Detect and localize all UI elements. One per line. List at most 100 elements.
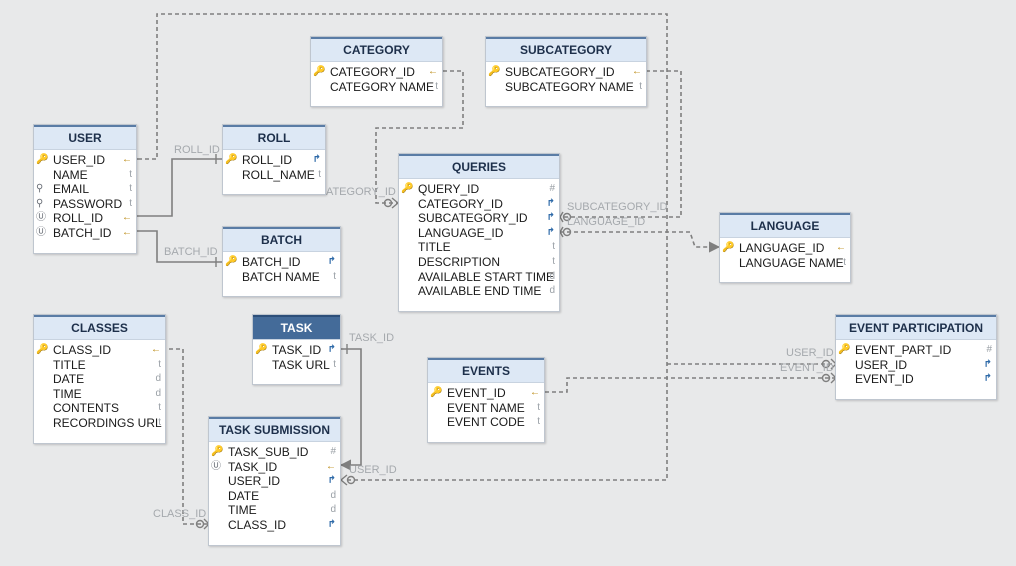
table-title: QUERIES [399, 154, 559, 179]
key-icon: 🔑 [488, 66, 501, 77]
column-row[interactable]: USER_ID↱ [836, 358, 996, 373]
cardinality-circle [195, 519, 205, 529]
column-row[interactable]: 🔑CATEGORY_ID← [311, 65, 442, 80]
column-name: TIME [53, 386, 82, 401]
column-name: EVENT_ID [447, 386, 506, 400]
key-icon: 🔑 [838, 344, 851, 355]
column-row[interactable]: 🔑QUERY_ID# [399, 182, 559, 197]
column-type-indicator: ↱ [546, 197, 555, 209]
column-name: RECORDINGS URL [53, 415, 162, 430]
table-title: ROLL [223, 125, 325, 150]
column-name: AVAILABLE START TIME [418, 269, 555, 284]
column-name: USER_ID [53, 153, 106, 167]
column-type-indicator: ← [530, 387, 540, 398]
column-name: TASK_SUB_ID [228, 445, 309, 459]
label-task-id: TASK_ID [349, 332, 395, 344]
column-row[interactable]: 🔑CLASS_ID← [34, 343, 165, 358]
column-row[interactable]: 🔑EVENT_ID← [428, 386, 544, 401]
column-type-indicator: ← [151, 344, 161, 355]
column-name: LANGUAGE_ID [418, 225, 504, 240]
column-type-indicator: ↱ [983, 358, 992, 370]
column-name: TASK_ID [272, 343, 322, 357]
column-row[interactable]: 🔑ROLL_ID↱ [223, 153, 325, 168]
key-icon: 🔑 [225, 154, 238, 165]
key-icon: 🔑 [211, 446, 224, 457]
column-name: ROLL_NAME [242, 167, 315, 182]
column-row[interactable]: CATEGORY_ID↱ [399, 197, 559, 212]
column-row[interactable]: USER_ID↱ [209, 474, 340, 489]
table-queries[interactable]: QUERIES 🔑QUERY_ID#CATEGORY_ID↱SUBCATEGORY… [398, 153, 560, 312]
column-row[interactable]: Ⓤ BATCH_ID ← [34, 226, 136, 241]
column-name: EMAIL [53, 182, 90, 197]
label-language-id: LANGUAGE_ID [567, 216, 646, 228]
column-row[interactable]: 🔑USER_ID← [34, 153, 136, 168]
column-row[interactable]: 🔑TASK_SUB_ID# [209, 445, 340, 460]
column-row[interactable]: 🔑SUBCATEGORY_ID← [486, 65, 646, 80]
column-row[interactable]: 🔑TASK_ID↱ [253, 343, 340, 358]
column-name: EVENT_ID [855, 372, 914, 387]
table-title: CATEGORY [311, 37, 442, 62]
column-name: DATE [228, 488, 260, 503]
label-user-id-event: USER_ID [786, 347, 834, 359]
column-row[interactable]: SUBCATEGORY_ID↱ [399, 211, 559, 226]
unique-index-icon: Ⓤ [211, 460, 221, 472]
table-title: EVENT PARTICIPATION [836, 315, 996, 340]
column-type-indicator: t [843, 256, 846, 268]
column-name: CATEGORY_ID [330, 65, 415, 79]
column-type-indicator: ← [122, 226, 132, 238]
table-event-participation[interactable]: EVENT PARTICIPATION 🔑EVENT_PART_ID#USER_I… [835, 314, 997, 400]
column-name: TITLE [418, 240, 451, 255]
table-subcategory[interactable]: SUBCATEGORY🔑SUBCATEGORY_ID←SUBCATEGORY N… [485, 36, 647, 107]
column-name: PASSWORD [53, 196, 123, 211]
column-type-indicator: # [986, 344, 992, 355]
column-row[interactable]: LANGUAGE_ID↱ [399, 226, 559, 241]
column-type-indicator: t [129, 183, 132, 195]
column-row[interactable]: 🔑EVENT_PART_ID# [836, 343, 996, 358]
column-name: BATCH_ID [53, 225, 112, 240]
key-icon: 🔑 [722, 242, 735, 253]
search-icon: ⚲ [36, 197, 44, 209]
column-type-indicator: ↱ [327, 256, 336, 267]
key-icon: 🔑 [401, 183, 414, 194]
column-row[interactable]: CLASS_ID↱ [209, 518, 340, 533]
column-type-indicator: t [158, 402, 161, 414]
unique-index-icon: Ⓤ [36, 226, 46, 238]
column-row[interactable]: EVENT_ID↱ [836, 372, 996, 387]
column-row[interactable]: 🔑BATCH_ID↱ [223, 255, 340, 270]
column-name: EVENT CODE [447, 415, 525, 430]
column-row[interactable]: 🔑LANGUAGE_ID← [720, 241, 850, 256]
